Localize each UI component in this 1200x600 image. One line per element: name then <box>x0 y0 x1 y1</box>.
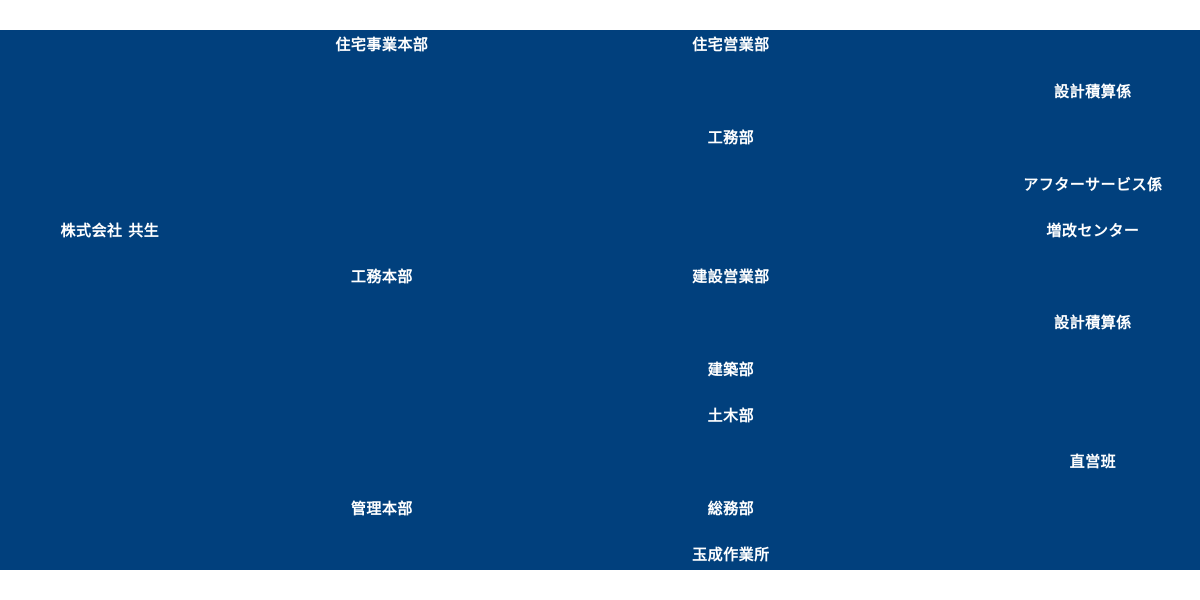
org-node-label: 総務部 <box>707 499 755 518</box>
org-node-n4[interactable]: 工務部 <box>707 128 755 147</box>
org-node-n10[interactable]: 建築部 <box>707 360 755 379</box>
org-node-label: 工務本部 <box>350 267 414 286</box>
org-node-n6[interactable]: 増改センター <box>1046 221 1140 240</box>
org-chart-panel <box>0 30 1200 570</box>
org-node-label: 直営班 <box>1069 452 1117 471</box>
org-node-n12[interactable]: 直営班 <box>1069 452 1117 471</box>
org-node-label: 工務部 <box>707 128 755 147</box>
org-node-label: 設計積算係 <box>1054 313 1132 332</box>
org-node-label: 管理本部 <box>350 499 414 518</box>
org-node-n3[interactable]: 設計積算係 <box>1054 82 1132 101</box>
org-node-label: 増改センター <box>1046 221 1140 240</box>
org-node-n8[interactable]: 建設営業部 <box>692 267 770 286</box>
org-node-label: 設計積算係 <box>1054 82 1132 101</box>
org-node-label: 土木部 <box>707 406 755 425</box>
org-node-label: 株式会社 共生 <box>60 221 160 240</box>
org-node-label: 建設営業部 <box>692 267 770 286</box>
org-node-n9[interactable]: 設計積算係 <box>1054 313 1132 332</box>
org-node-label: 住宅事業本部 <box>335 35 429 54</box>
org-node-label: 住宅営業部 <box>692 35 770 54</box>
org-node-n2[interactable]: 住宅営業部 <box>692 35 770 54</box>
org-node-n15[interactable]: 玉成作業所 <box>692 545 770 564</box>
org-node-n1[interactable]: 住宅事業本部 <box>335 35 429 54</box>
org-node-n7[interactable]: 工務本部 <box>350 267 414 286</box>
org-node-n0[interactable]: 株式会社 共生 <box>60 221 160 240</box>
org-node-n5[interactable]: アフターサービス係 <box>1023 175 1163 194</box>
org-node-label: アフターサービス係 <box>1023 175 1163 194</box>
org-node-n11[interactable]: 土木部 <box>707 406 755 425</box>
org-node-n14[interactable]: 総務部 <box>707 499 755 518</box>
org-node-n13[interactable]: 管理本部 <box>350 499 414 518</box>
org-node-label: 玉成作業所 <box>692 545 770 564</box>
org-node-label: 建築部 <box>707 360 755 379</box>
